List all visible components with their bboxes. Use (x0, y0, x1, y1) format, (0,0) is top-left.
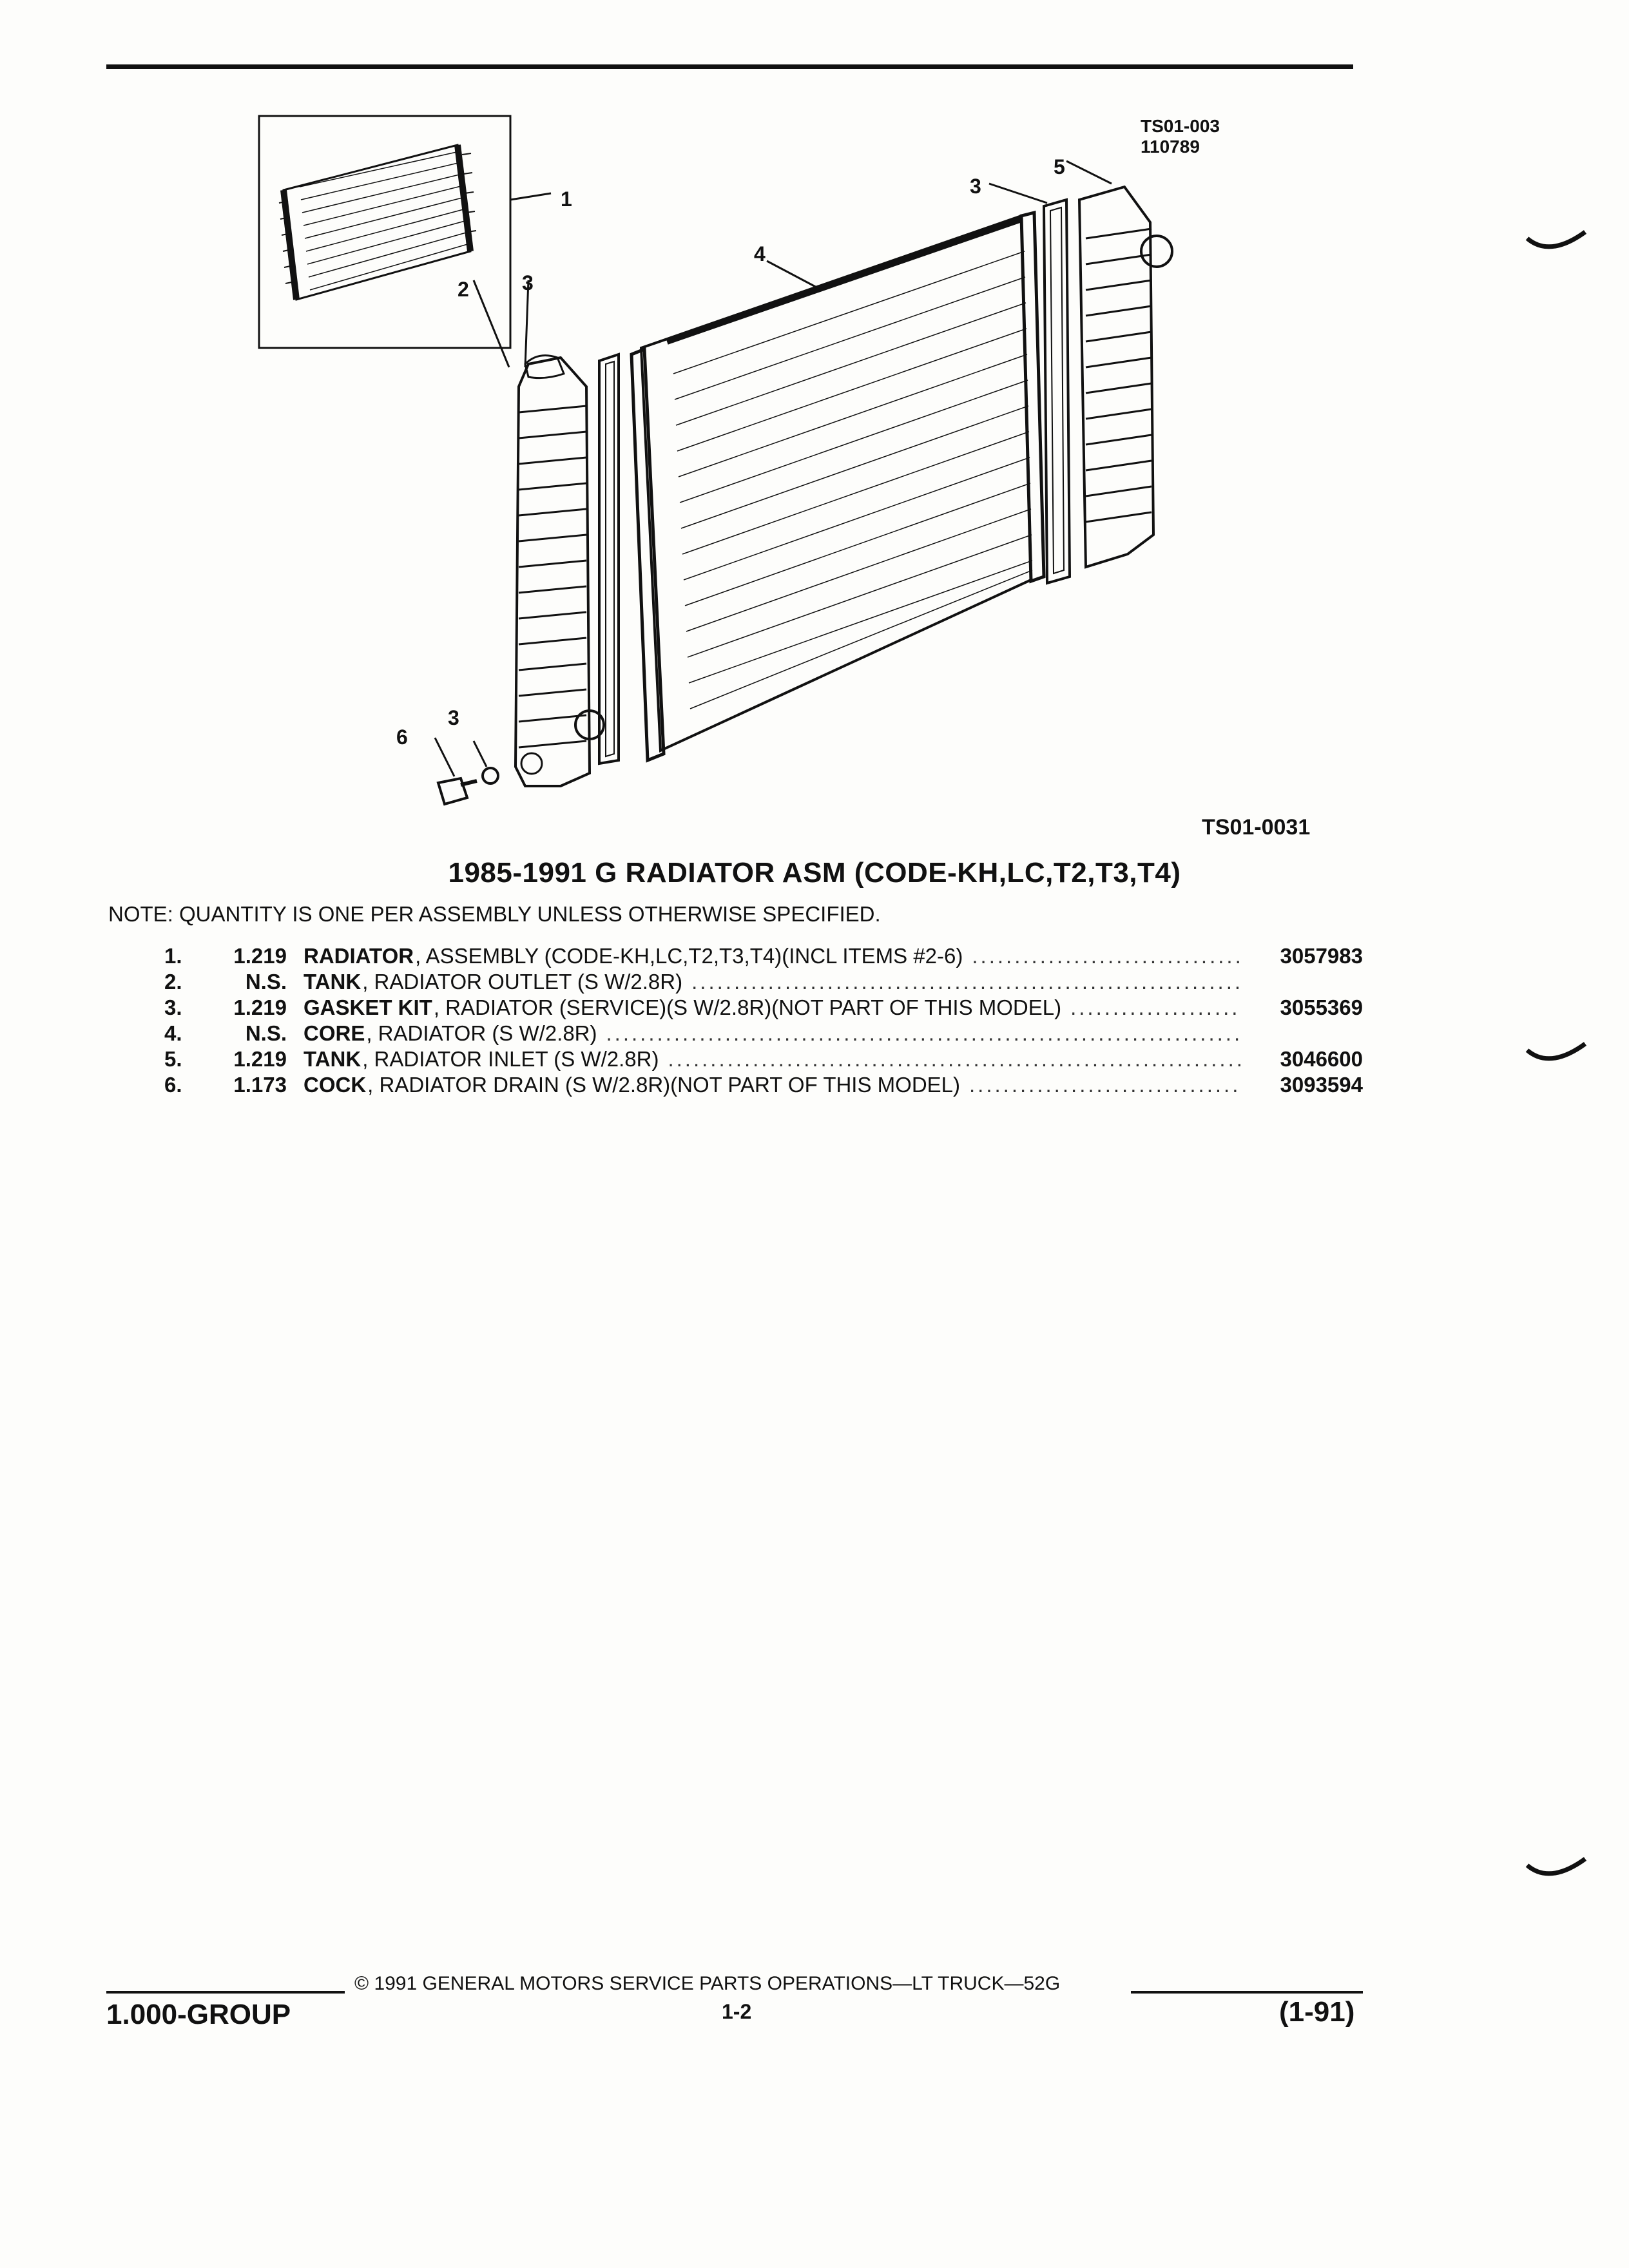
part-row: 4. N.S. CORE , RADIATOR (S W/2.8R) .....… (164, 1021, 1363, 1047)
part-name: CORE (304, 1021, 365, 1045)
dot-leader: ........................................… (691, 970, 1241, 994)
part-row: 2. N.S. TANK , RADIATOR OUTLET (S W/2.8R… (164, 970, 1363, 995)
parts-list: 1. 1.219 RADIATOR , ASSEMBLY (CODE-KH,LC… (164, 944, 1363, 1099)
top-rule (106, 64, 1353, 69)
part-number: 3055369 (1280, 995, 1363, 1019)
footer-rule-left (106, 1991, 345, 1994)
part-description: , RADIATOR (S W/2.8R) (366, 1021, 597, 1045)
binder-hook-mark (1525, 230, 1587, 249)
group-number: N.S. (245, 1021, 287, 1045)
part-number: 3046600 (1280, 1047, 1363, 1071)
dot-leader: ........................................… (1070, 995, 1241, 1019)
item-number: 3. (164, 995, 182, 1019)
callout-6: 6 (396, 726, 408, 749)
part-name: GASKET KIT (304, 995, 432, 1019)
figure-code-top-line1: TS01-003 (1141, 116, 1220, 136)
dot-leader: ........................................… (606, 1021, 1242, 1045)
revision-date-code: (1-91) (1279, 1996, 1355, 2028)
inlet-tank-drawing (1077, 185, 1173, 569)
drain-cock-drawing (436, 767, 499, 806)
group-number: N.S. (245, 970, 287, 994)
part-row: 3. 1.219 GASKET KIT , RADIATOR (SERVICE)… (164, 995, 1363, 1021)
part-name: RADIATOR (304, 944, 414, 968)
quantity-note: NOTE: QUANTITY IS ONE PER ASSEMBLY UNLES… (108, 902, 881, 926)
callout-3-right: 3 (970, 175, 981, 198)
item-number: 4. (164, 1021, 182, 1045)
part-description: , ASSEMBLY (CODE-KH,LC,T2,T3,T4)(INCL IT… (415, 944, 963, 968)
radiator-exploded-view: 1 2 3 4 3 5 6 3 (106, 90, 1376, 838)
dot-leader: ........................................… (969, 1073, 1241, 1097)
part-number: 3093594 (1280, 1073, 1363, 1097)
inset-radiator-thumbnail (258, 115, 512, 349)
group-number: 1.173 (233, 1073, 287, 1097)
dot-leader: ........................................… (668, 1047, 1241, 1071)
item-number: 1. (164, 944, 182, 968)
callout-3-left: 3 (522, 271, 534, 294)
part-description: , RADIATOR OUTLET (S W/2.8R) (362, 970, 683, 994)
group-number: 1.219 (233, 1047, 287, 1071)
item-number: 2. (164, 970, 182, 994)
figure-code-top: TS01-003 110789 (1141, 116, 1220, 157)
dot-leader: ........................................… (972, 944, 1241, 968)
figure-code-bottom: TS01-0031 (1202, 815, 1311, 840)
gasket-right-drawing (1042, 198, 1072, 585)
item-number: 5. (164, 1047, 182, 1071)
figure-code-top-line2: 110789 (1141, 137, 1200, 157)
outlet-tank-drawing (514, 354, 605, 787)
callout-1: 1 (561, 187, 572, 211)
group-number: 1.219 (233, 944, 287, 968)
part-number: 3057983 (1280, 944, 1363, 968)
group-number: 1.219 (233, 995, 287, 1019)
group-label: 1.000-GROUP (106, 1999, 291, 2030)
binder-hook-mark (1525, 1857, 1587, 1876)
part-name: COCK (304, 1073, 367, 1097)
callout-5: 5 (1054, 155, 1065, 178)
binder-hook-mark (1525, 1042, 1587, 1061)
part-name: TANK (304, 1047, 361, 1071)
page-number: 1-2 (722, 2000, 752, 2023)
gasket-left-drawing (598, 352, 620, 765)
footer-rule-right (1131, 1991, 1363, 1994)
part-description: , RADIATOR DRAIN (S W/2.8R)(NOT PART OF … (367, 1073, 960, 1097)
part-row: 5. 1.219 TANK , RADIATOR INLET (S W/2.8R… (164, 1047, 1363, 1073)
callout-4: 4 (754, 242, 766, 265)
radiator-core-drawing (630, 210, 1046, 763)
part-description: , RADIATOR INLET (S W/2.8R) (362, 1047, 659, 1071)
part-description: , RADIATOR (SERVICE)(S W/2.8R)(NOT PART … (433, 995, 1062, 1019)
callout-2: 2 (458, 278, 469, 301)
part-row: 6. 1.173 COCK , RADIATOR DRAIN (S W/2.8R… (164, 1073, 1363, 1099)
copyright-line: © 1991 GENERAL MOTORS SERVICE PARTS OPER… (354, 1973, 1061, 1994)
page-title: 1985-1991 G RADIATOR ASM (CODE-KH,LC,T2,… (448, 857, 1181, 889)
part-name: TANK (304, 970, 361, 994)
item-number: 6. (164, 1073, 182, 1097)
part-row: 1. 1.219 RADIATOR , ASSEMBLY (CODE-KH,LC… (164, 944, 1363, 970)
callout-3-cock: 3 (448, 706, 459, 729)
